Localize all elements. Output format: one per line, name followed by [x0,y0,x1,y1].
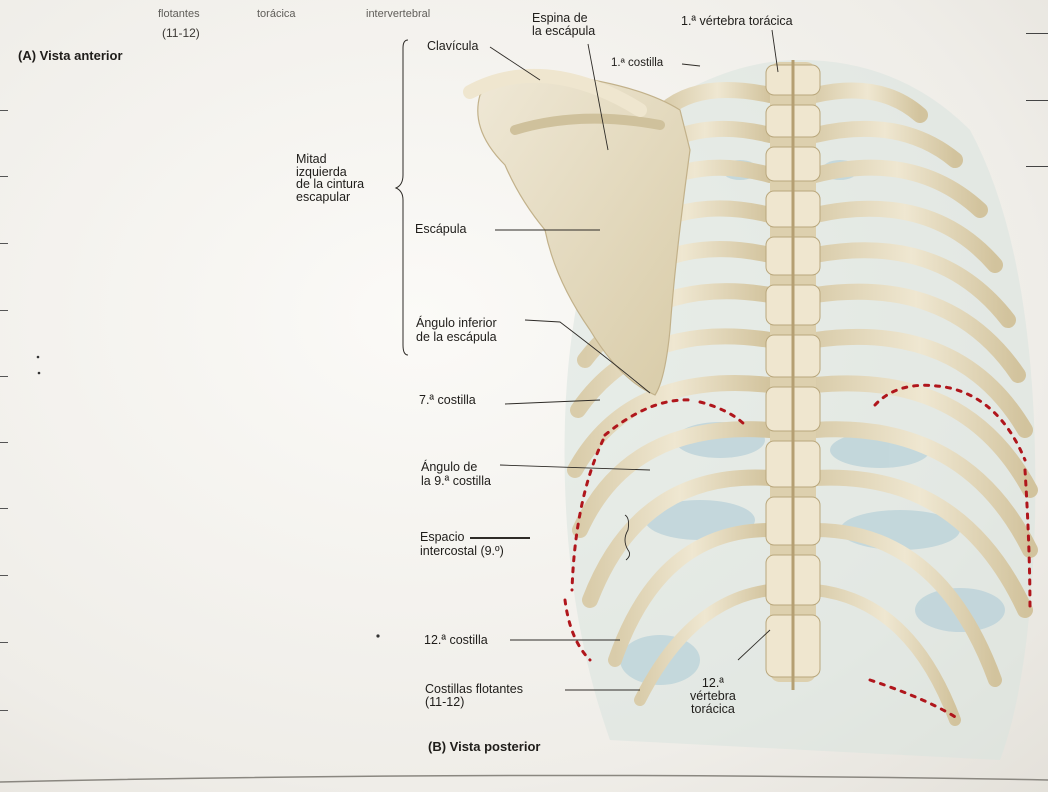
label-duodecima-vertebra: 12.ª vértebra torácica [690,677,736,716]
label-septima-costilla: 7.ª costilla [419,394,476,407]
label-espacio-intercostal: Espacio intercostal (9.º) [420,530,504,558]
label-angulo-inferior: Ángulo inferior de la escápula [416,316,497,344]
label-clavicula: Clavícula [427,40,478,53]
panel-b-title: (B) Vista posterior [428,740,540,753]
label-primera-vertebra: 1.ª vértebra torácica [681,15,793,28]
label-primera-costilla: 1.ª costilla [611,57,663,70]
label-costillas-flotantes: Costillas flotantes (11-12) [425,683,523,709]
label-duodecima-costilla: 12.ª costilla [424,634,488,647]
label-mitad-izquierda: Mitad izquierda de la cintura escapular [296,153,364,203]
label-escapula: Escápula [415,223,466,236]
left-shoulder-girdle-bracket [396,40,408,355]
vertebral-column [766,60,820,690]
label-angulo-novena: Ángulo de la 9.ª costilla [421,460,491,488]
label-espina-escapula: Espina de la escápula [532,12,595,38]
